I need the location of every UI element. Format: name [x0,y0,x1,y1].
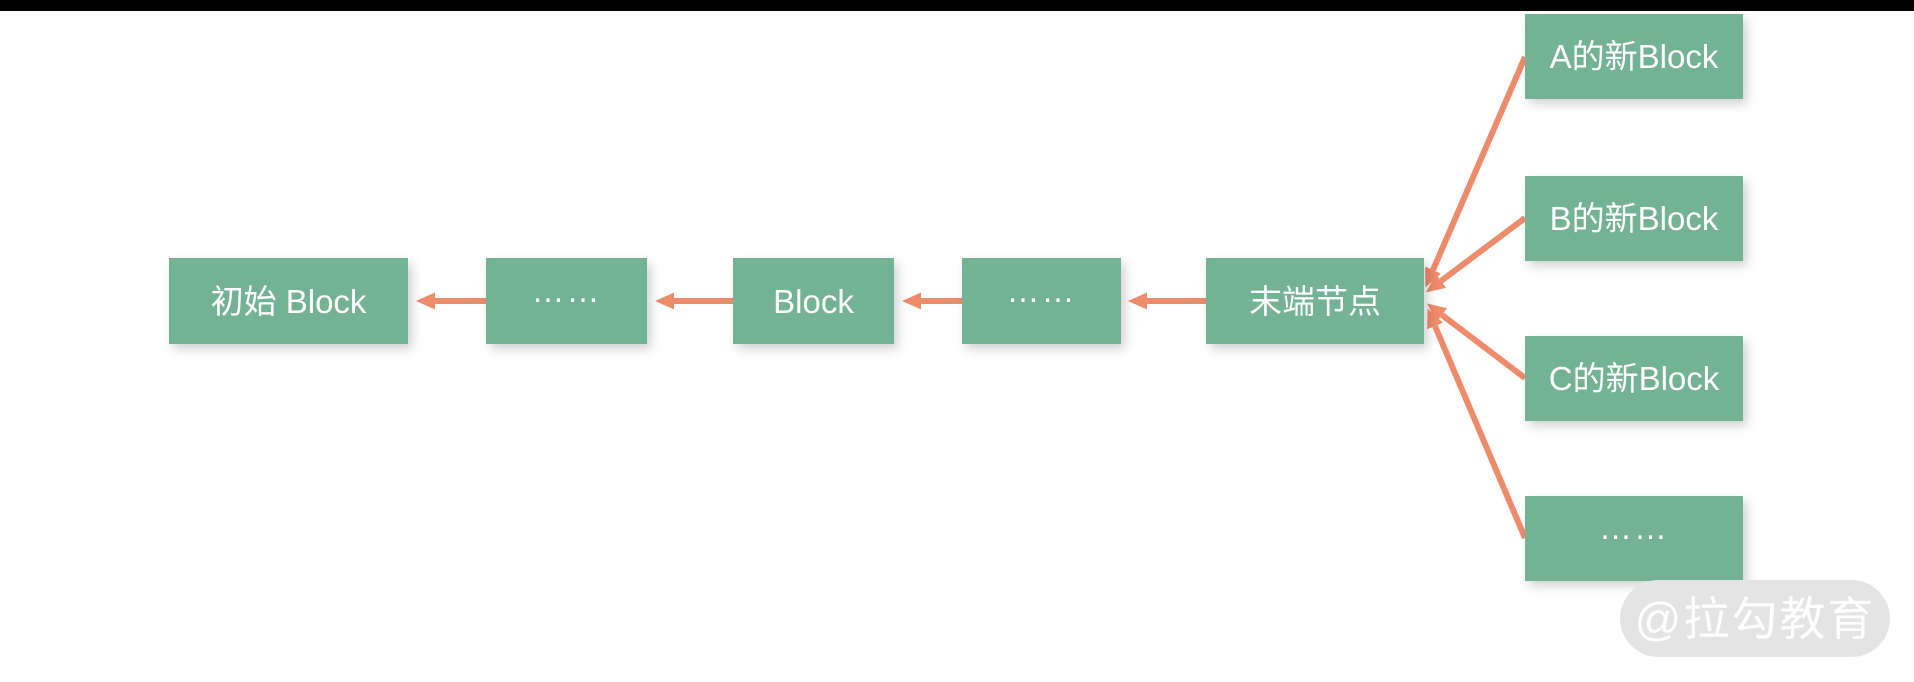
chain-block-ellipsis-2: …… [962,258,1121,344]
chain-block-genesis: 初始 Block [169,258,408,344]
chain-block-ellipsis-1-label: …… [531,271,602,309]
branch-block-b: B的新Block [1525,176,1743,261]
branch-block-ellipsis: …… [1525,496,1743,581]
branch-arrow-b [1425,215,1527,293]
top-black-bar [0,0,1914,11]
chain-block-tail-node: 末端节点 [1206,258,1424,344]
branch-arrow-d [1427,308,1528,540]
branch-block-a: A的新Block [1525,14,1743,99]
chain-block-middle: Block [733,258,894,344]
chain-block-ellipsis-1: …… [486,258,647,344]
watermark-label: @拉勾教育 [1634,592,1876,645]
branch-block-c: C的新Block [1525,336,1743,421]
branch-arrow-a [1425,55,1528,288]
branch-block-a-label: A的新Block [1549,38,1719,75]
branch-block-c-label: C的新Block [1548,360,1720,397]
chain-block-ellipsis-2-label: …… [1006,271,1077,309]
chain-block-genesis-label: 初始 Block [210,282,367,320]
branch-block-ellipsis-label: …… [1599,509,1669,547]
watermark-badge: @拉勾教育 [1620,580,1890,657]
chain-block-tail-node-label: 末端节点 [1249,282,1381,320]
branch-arrow-c [1426,303,1527,381]
branch-block-b-label: B的新Block [1549,200,1719,237]
chain-block-middle-label: Block [773,282,854,320]
